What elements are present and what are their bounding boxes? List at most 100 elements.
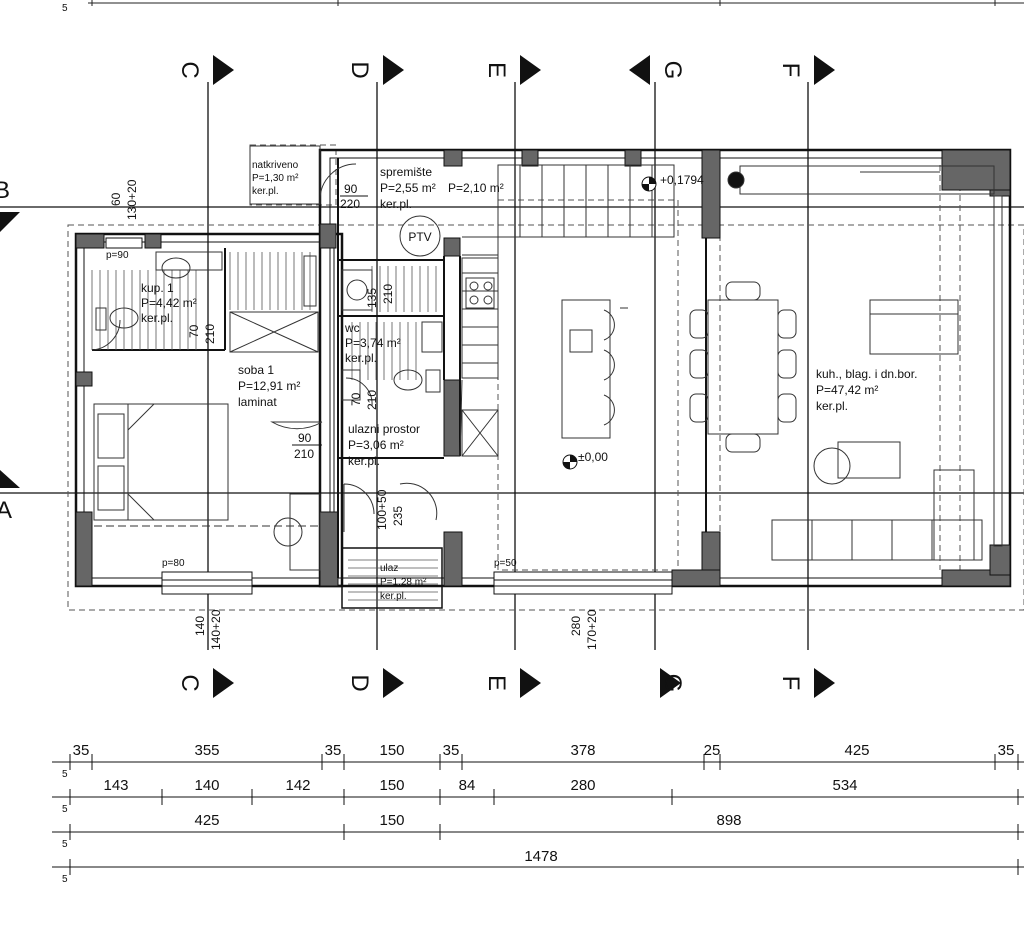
dining-table — [689, 281, 797, 453]
level-marker-top — [641, 176, 657, 192]
dim-row3-2: 150 — [379, 812, 404, 829]
opening-d5-w: 100+50 — [375, 489, 389, 530]
covered-area — [249, 145, 321, 205]
section-label-f-bottom: F — [777, 676, 804, 691]
section-arrow-a — [0, 470, 20, 488]
dim-row1-3: 35 — [325, 742, 342, 759]
dim-row1-2: 355 — [194, 742, 219, 759]
room-kuhinja: kuh., blag. i dn.bor. P=47,42 m² ker.pl. — [816, 367, 917, 413]
section-label-d-top: D — [346, 61, 373, 78]
section-label-a: A — [0, 497, 12, 524]
opening-d4-w: 70 — [349, 392, 363, 406]
dim-row2-2: 140 — [194, 777, 219, 794]
ptv-marker — [399, 215, 441, 257]
bedroom-furniture — [93, 403, 321, 571]
room-natkriveno-name: natkriveno — [252, 160, 299, 171]
room-soba-name: soba 1 — [238, 363, 274, 377]
dimension-side-marks: 5 5 5 5 — [62, 769, 68, 885]
dim-row3-3: 898 — [716, 812, 741, 829]
room-kup-floor: ker.pl. — [141, 311, 173, 325]
section-label-e-top: E — [483, 62, 510, 78]
level-top-label: +0,1794 — [660, 173, 704, 187]
room-ulazni-floor: ker.pl. — [348, 454, 380, 468]
interior-walls — [92, 158, 707, 578]
room-ulaz-floor: ker.pl. — [380, 591, 407, 602]
section-markers-top — [213, 55, 835, 85]
opening-d2-h: 210 — [294, 447, 314, 461]
room-spremiste-area2: P=2,10 m² — [448, 181, 504, 195]
opening-w1-h: 130+20 — [125, 179, 139, 220]
dim-row2-5: 84 — [459, 777, 476, 794]
entrance-step — [341, 547, 443, 609]
room-natkriveno: natkriveno P=1,30 m² ker.pl. — [252, 160, 299, 197]
kitchen-furniture — [461, 257, 628, 457]
dim-row1-7: 25 — [704, 742, 721, 759]
section-arrow-e-top — [520, 55, 541, 85]
room-kuh-area: P=47,42 m² — [816, 383, 878, 397]
dim-side-4: 5 — [62, 874, 68, 885]
dimension-lines — [52, 754, 1024, 875]
dim-row2-1: 143 — [103, 777, 128, 794]
dimension-row-4: 1478 — [524, 848, 557, 865]
section-arrow-b — [0, 212, 20, 232]
dim-row1-4: 150 — [379, 742, 404, 759]
opening-d3-w: 70 — [187, 324, 201, 338]
opening-d2-w: 90 — [298, 431, 312, 445]
opening-d2: 90 210 — [292, 431, 322, 461]
section-lines — [0, 82, 1024, 650]
window-p50: p=50 — [494, 558, 517, 569]
opening-d1-w: 90 — [344, 182, 358, 196]
room-spremiste-name: spremište — [380, 165, 432, 179]
dim-side-1: 5 — [62, 769, 68, 780]
room-spremiste-floor: ker.pl. — [380, 197, 412, 211]
opening-d5-h: 235 — [391, 506, 405, 526]
opening-w2-w: 135 — [365, 288, 379, 308]
section-label-e-bottom: E — [483, 675, 510, 691]
section-label-f-top: F — [777, 63, 804, 78]
dim-row1-8: 425 — [844, 742, 869, 759]
room-kup-name: kup. 1 — [141, 281, 174, 295]
dim-row2-4: 150 — [379, 777, 404, 794]
room-ulazni-prostor: ulazni prostor P=3,06 m² ker.pl. — [348, 422, 420, 468]
door-swings — [91, 163, 438, 532]
room-ulazni-area: P=3,06 m² — [348, 438, 404, 452]
section-arrow-d-top — [383, 55, 404, 85]
window-p90: p=90 — [106, 250, 129, 261]
opening-w1-w: 60 — [109, 192, 123, 206]
dim-row1-1: 35 — [73, 742, 90, 759]
opening-d1: 90 220 — [340, 182, 368, 211]
window-p80: p=80 — [162, 558, 185, 569]
opening-w2-h: 210 — [381, 284, 395, 304]
room-ulaz-name: ulaz — [380, 563, 398, 574]
living-furniture — [727, 165, 1003, 561]
section-label-c-bottom: C — [176, 674, 203, 691]
dim-row1-5: 35 — [443, 742, 460, 759]
section-arrow-f-top — [814, 55, 835, 85]
room-ulazni-name: ulazni prostor — [348, 422, 420, 436]
section-markers-bottom — [213, 668, 835, 698]
room-kuh-name: kuh., blag. i dn.bor. — [816, 367, 917, 381]
dim-row4-1: 1478 — [524, 848, 557, 865]
dim-row2-3: 142 — [285, 777, 310, 794]
opening-w4-w: 280 — [569, 616, 583, 636]
shower — [229, 255, 319, 353]
room-ulaz-area: P=1,28 m² — [380, 577, 427, 588]
opening-w3-w: 140 — [193, 616, 207, 636]
room-spremiste: spremište P=2,55 m² P=2,10 m² ker.pl. — [380, 165, 504, 211]
section-arrow-c-top — [213, 55, 234, 85]
staircase — [459, 164, 675, 457]
section-label-g-bottom: G — [659, 674, 686, 693]
top-dim-five: 5 — [62, 3, 68, 14]
opening-w3-h: 140+20 — [209, 609, 223, 650]
dim-side-3: 5 — [62, 839, 68, 850]
ptv-label: PTV — [408, 230, 431, 244]
room-wc-name: wc — [344, 321, 360, 335]
section-label-b: B — [0, 177, 10, 204]
dim-row1-9: 35 — [998, 742, 1015, 759]
room-wc-area: P=3,74 m² — [345, 336, 401, 350]
dimension-row-1: 35 355 35 150 35 378 25 425 35 — [73, 742, 1015, 759]
room-kupaonica: kup. 1 P=4,42 m² ker.pl. — [141, 281, 197, 325]
room-wc-floor: ker.pl. — [345, 351, 377, 365]
room-spremiste-area: P=2,55 m² — [380, 181, 436, 195]
